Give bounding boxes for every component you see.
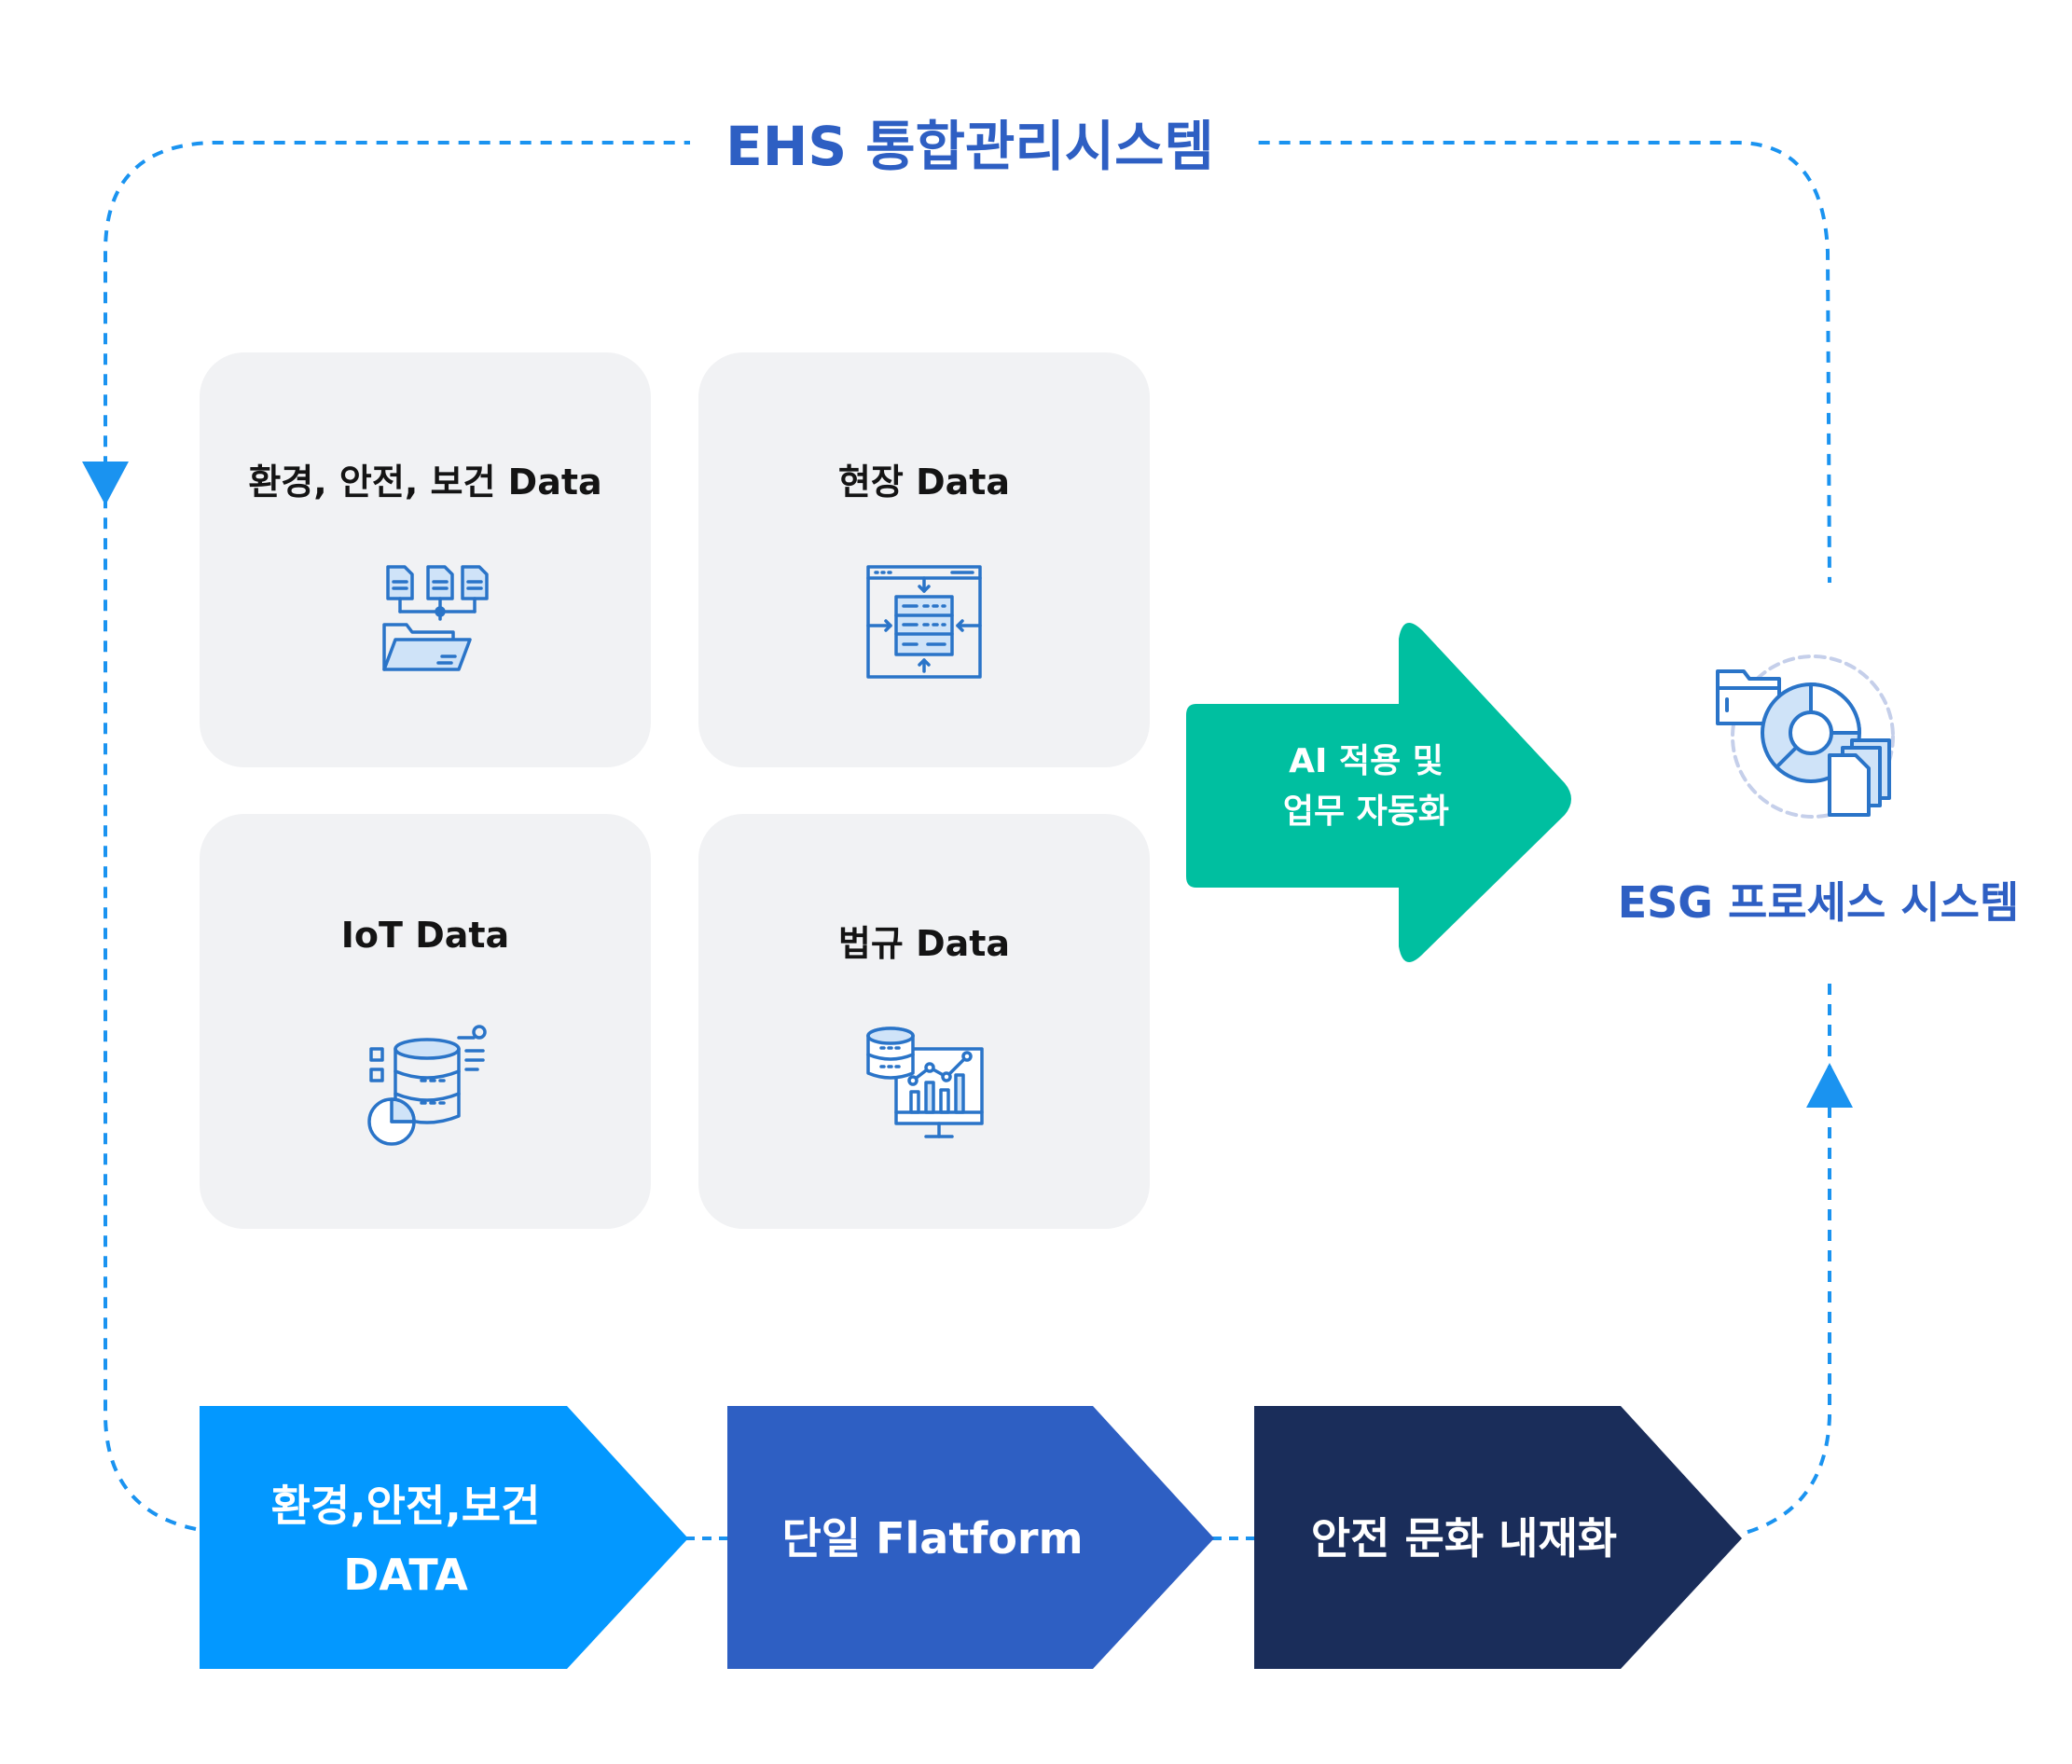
- chevron-1-line-1: 환경,안전,보건: [270, 1481, 541, 1531]
- documents-folder-icon: [382, 565, 489, 671]
- esg-label: ESG 프로세스 시스템: [1617, 877, 2020, 928]
- card-label: IoT Data: [340, 915, 510, 956]
- chevron-1-label: 환경,안전,보건 DATA: [214, 1471, 597, 1609]
- chevron-3-label: 안전 문화 내재화: [1268, 1509, 1660, 1568]
- chevron-2-label: 단일 Flatform: [737, 1509, 1128, 1568]
- ai-arrow-line-2: 업무 자동화: [1282, 792, 1450, 831]
- card-ehs-data: 환경, 안전, 보건 Data: [200, 352, 651, 767]
- server-integration-icon: [866, 565, 982, 679]
- esg-process-icon: [1716, 655, 1895, 819]
- page-title: EHS 통합관리시스템: [690, 104, 1250, 188]
- database-analytics-icon: [866, 1027, 984, 1138]
- ai-arrow-shape: [1186, 623, 1571, 962]
- card-label: 현장 Data: [837, 462, 1011, 503]
- chevron-1-line-2: DATA: [343, 1550, 468, 1600]
- card-regulation-data: 법규 Data: [698, 814, 1150, 1229]
- ai-arrow-label: AI 적용 및 업무 자동화: [1189, 737, 1543, 837]
- card-label: 환경, 안전, 보건 Data: [248, 462, 602, 503]
- chevron-2-line-1: 단일 Flatform: [781, 1513, 1084, 1564]
- card-label: 법규 Data: [837, 923, 1011, 964]
- loop-down-arrow-icon: [82, 462, 129, 505]
- chevron-1-shape: [200, 1406, 688, 1669]
- chevron-2-shape: [727, 1406, 1214, 1669]
- chevron-3-shape: [1254, 1406, 1742, 1669]
- dashed-loop-right-lower: [1741, 984, 1831, 1536]
- loop-up-arrow-icon: [1806, 1063, 1853, 1108]
- dashed-loop: [104, 141, 1831, 1531]
- ai-arrow-line-1: AI 적용 및: [1289, 742, 1443, 780]
- card-iot-data: IoT Data: [200, 814, 651, 1229]
- chevron-3-line-1: 안전 문화 내재화: [1310, 1513, 1618, 1564]
- card-site-data: 현장 Data: [698, 352, 1150, 767]
- iot-database-icon: [367, 1025, 487, 1146]
